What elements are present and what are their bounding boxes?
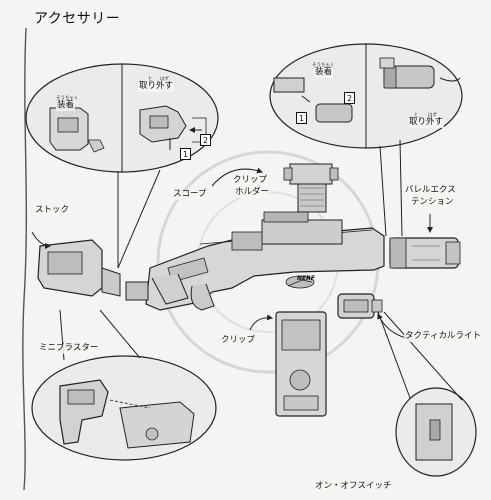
page-title: アクセサリー: [34, 11, 121, 27]
left-callout-ellipse: [25, 63, 219, 269]
right-remove-label: 取り外す: [408, 117, 445, 128]
left-attach-ruby: そうちゃく: [56, 96, 79, 101]
barrel-extension-label-line-1: バレルエクス: [404, 185, 457, 196]
right-step-2-badge: 2: [344, 92, 355, 104]
right-step-1-badge: 1: [296, 112, 307, 124]
blaster-body: [145, 211, 385, 311]
left-remove-ruby-2: はず: [160, 77, 169, 82]
left-remove-label: 取り外す: [138, 81, 175, 92]
clip-label: クリップ: [220, 335, 257, 346]
margin-line: [22, 27, 28, 491]
right-remove-ruby-2: はず: [428, 113, 437, 118]
stock-arrow: [31, 231, 51, 249]
barrel-extension-label-line-2: テンション: [410, 197, 455, 208]
light-arrow: [377, 313, 407, 339]
right-attach-ruby: そうちゃく: [312, 63, 335, 68]
scope-label: スコープ: [172, 189, 208, 200]
on-off-switch-label: オン・オフスイッチ: [314, 481, 393, 492]
right-remove-ruby-1: と: [414, 113, 419, 118]
left-step-2-badge: 2: [200, 134, 211, 146]
tactical-light-label: タクティカルライト: [404, 331, 482, 342]
clip-holder-label-line-2: ホルダー: [234, 187, 271, 198]
scope-arrow: [211, 167, 263, 187]
clip-arrow: [249, 314, 273, 331]
nerf-logo: NERF: [297, 275, 315, 282]
mini-blaster-label: ミニブラスター: [38, 343, 100, 354]
left-remove-ruby-1: と: [148, 77, 153, 82]
right-attach-label: 装着: [314, 67, 334, 78]
stock-part: [37, 239, 149, 301]
left-attach-label: 装着: [56, 100, 76, 111]
tactical-light-part: [337, 293, 383, 319]
switch-callout: [377, 311, 477, 477]
left-step-1-badge: 1: [180, 148, 191, 160]
scope-part: [283, 163, 339, 213]
barrel-extension-part: [389, 237, 461, 269]
clip-part: [275, 311, 327, 417]
stock-label: ストック: [34, 205, 71, 216]
clip-holder-label-line-1: クリップ: [232, 175, 269, 186]
mini-blaster-callout: [31, 309, 217, 461]
